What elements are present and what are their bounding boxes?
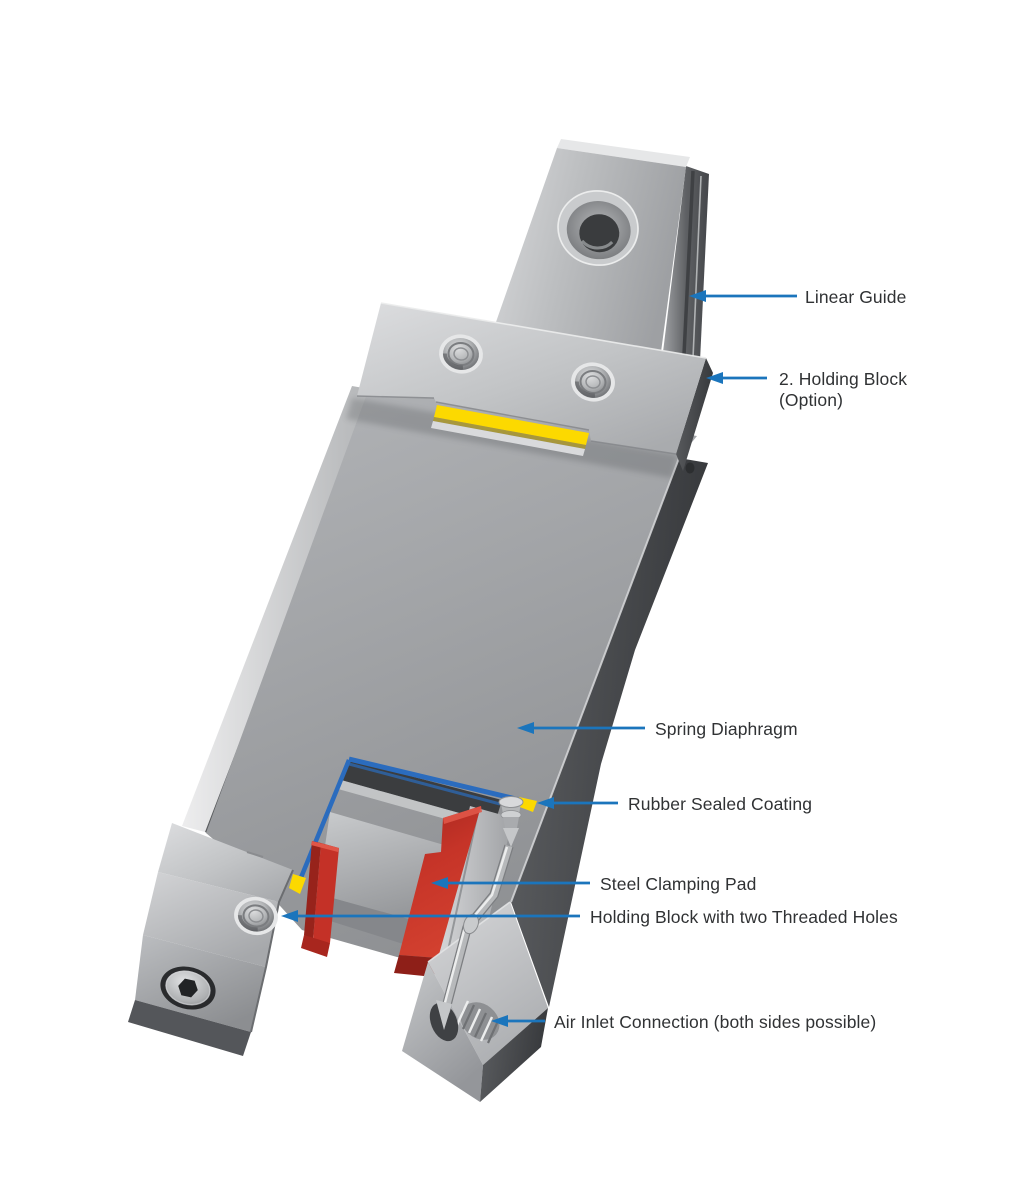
foot-cut-face <box>428 902 548 1065</box>
side-port-hole <box>685 462 695 474</box>
seal-yellow-strip <box>434 405 589 445</box>
body-right-side <box>511 458 708 1007</box>
air-inlet-threads <box>455 1000 500 1044</box>
label-line-1: 2. Holding Block <box>779 369 908 389</box>
linear-guide-rail <box>496 139 709 361</box>
threaded-hole <box>439 334 483 374</box>
label-rubber-sealed-coating: Rubber Sealed Coating <box>628 794 813 814</box>
cutaway-gap <box>240 866 432 1056</box>
rubber-seal-line-left <box>297 759 352 881</box>
recess-back-wall <box>341 760 502 823</box>
label-holding-block-threaded: Holding Block with two Threaded Holes <box>590 907 898 927</box>
label-steel-clamping-pad: Steel Clamping Pad <box>600 874 757 894</box>
callout-arrows <box>281 290 797 1027</box>
air-fitting <box>498 796 524 847</box>
foot-right-face <box>480 1008 548 1102</box>
callout-arrow-rubber-sealed-coating <box>537 797 618 809</box>
callout-arrow-holding-block-option <box>706 372 767 384</box>
air-passage-rod <box>436 844 514 1030</box>
clamp-body <box>182 380 708 1007</box>
label-air-inlet: Air Inlet Connection (both sides possibl… <box>554 1012 877 1032</box>
socket-screw <box>160 966 216 1010</box>
threaded-hole <box>571 362 615 402</box>
callout-arrow-holding-block-threaded <box>281 910 580 922</box>
option-block-top-face <box>357 303 706 454</box>
threaded-hole <box>234 896 278 936</box>
holding-block-lower <box>128 823 294 1056</box>
label-linear-guide: Linear Guide <box>805 287 907 307</box>
callout-arrow-air-inlet <box>491 1015 545 1027</box>
option-block-right-side <box>676 358 713 471</box>
label-spring-diaphragm: Spring Diaphragm <box>655 719 798 739</box>
rail-top-bevel <box>557 139 690 167</box>
callout-arrow-steel-clamping-pad <box>431 877 590 889</box>
body-left-bevel <box>182 386 375 832</box>
spring-diaphragm-face <box>206 380 697 962</box>
rod-tip <box>436 1000 452 1030</box>
seal-yellow-left <box>289 874 306 894</box>
rail-profile-side <box>663 166 709 361</box>
rail-mounting-hole <box>557 189 639 267</box>
label-holding-block-option: 2. Holding Block (Option) <box>779 369 907 411</box>
holding-block-option <box>356 302 713 471</box>
block-front-face <box>143 872 279 967</box>
block-bottom-face <box>128 1000 251 1056</box>
recess-right-wall <box>438 806 513 972</box>
label-line-2: (Option) <box>779 390 844 410</box>
callout-arrow-linear-guide <box>689 290 797 302</box>
block-top-face <box>158 823 293 902</box>
rubber-seal-line-top <box>348 756 521 803</box>
callout-arrow-spring-diaphragm <box>517 722 645 734</box>
foot-block <box>402 901 548 1102</box>
